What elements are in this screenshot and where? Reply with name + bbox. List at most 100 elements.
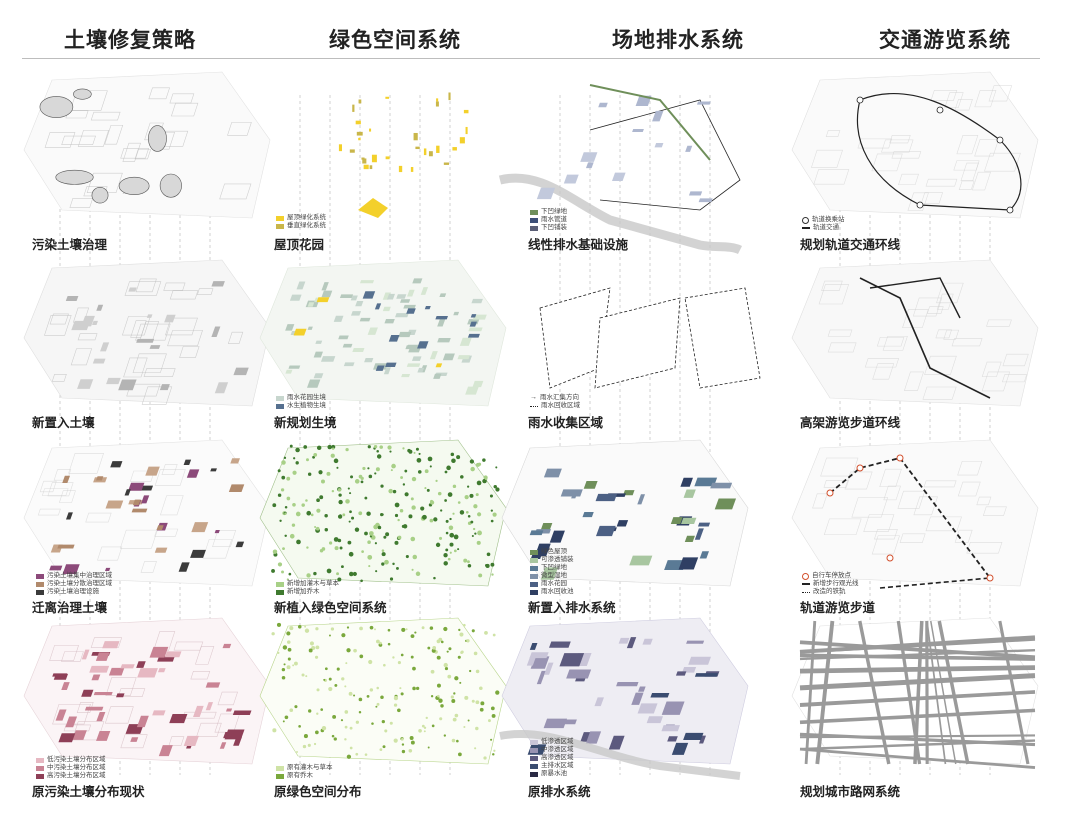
legend-swatch [530,557,538,563]
legend-text: 新增加灌木与草本 [287,580,339,587]
legend-text: 污染土壤治理设施 [47,588,99,595]
label-new-green-space: 新植入绿色空间系统 [274,600,387,615]
legend-roof-garden: 屋顶绿化系统垂直绿化系统 [276,214,326,230]
legend-swatch [802,572,809,580]
legend-item: 主排水区域 [530,762,574,770]
legend-swatch [802,583,810,585]
legend-text: 雨水花园生境 [287,394,326,401]
label-new-habitat: 新规划生境 [274,415,337,430]
legend-item: 可渗透铺装 [530,556,574,564]
legend-swatch [530,589,538,595]
legend-item: 改造的铁轨 [802,588,859,596]
legend-item: 雨水花园 [530,580,574,588]
legend-swatch [530,217,538,223]
legend-swatch [36,589,44,595]
label-soil-remediation: 污染土壤治理 [32,237,108,252]
legend-swatch [530,573,538,579]
legend-item: 中渗透区域 [530,746,574,754]
legend-swatch [276,215,284,221]
label-original-drainage: 原排水系统 [528,784,591,799]
legend-item: 绿色屋顶 [530,548,574,556]
legend-item: →雨水汇集方向 [530,394,580,402]
rail-tour-walkway-plate [791,439,1039,589]
legend-swatch [276,395,284,401]
legend-text: 污染土壤集中治理区域 [47,572,112,579]
legend-text: 原有乔木 [287,772,313,779]
rainwater-collection-plate [539,287,761,389]
column-title-soil: 土壤修复策略 [64,27,196,52]
legend-swatch [530,225,538,231]
legend-text: 轨道换乘站 [812,216,845,223]
legend-text: 绿色屋顶 [541,548,567,555]
legend-original-drainage: 低渗透区域中渗透区域高渗透区域主排水区域原暴水池 [530,738,574,778]
legend-text: 雨水管道 [541,216,567,223]
original-green-space-plate [259,617,507,765]
legend-swatch [530,747,538,753]
legend-item: 新增加灌木与草本 [276,580,339,588]
legend-text: 下凹铺装 [541,224,567,231]
label-roof-garden: 屋顶花园 [274,237,325,252]
original-soil-plate [23,617,271,765]
label-original-green-space: 原绿色空间分布 [274,784,362,799]
label-elevated-walkway: 高架游览步道环线 [800,415,901,430]
legend-swatch [276,773,284,779]
legend-text: 雨水回收池 [541,588,574,595]
legend-item: 雨水回收区域 [530,402,580,410]
column-title-traffic: 交通游览系统 [879,27,1011,52]
legend-text: 雨水回收区域 [541,402,580,409]
legend-swatch [276,223,284,229]
legend-text: 主排水区域 [541,762,574,769]
legend-item: 原暴水池 [530,770,574,778]
legend-item: 下凹绿地 [530,564,574,572]
rail-loop-plate [791,71,1039,219]
legend-text: 屋顶绿化系统 [287,214,326,221]
original-drainage-plate [499,617,749,780]
legend-rail-tour-walkway: 自行车停放点新增步行观光线改造的铁轨 [802,572,859,596]
label-rainwater-collection: 雨水收集区域 [528,415,604,430]
label-road-network: 规划城市路网系统 [800,784,901,799]
legend-original-green-space: 原有灌木与草本原有乔木 [276,764,333,780]
label-linear-drainage: 线性排水基础设施 [528,237,629,252]
legend-swatch [802,216,809,224]
label-new-soil: 新置入土壤 [32,415,95,430]
relocated-soil-plate [23,439,271,587]
label-new-drainage: 新置入排水系统 [528,600,616,615]
legend-item: 微型湿地 [530,572,574,580]
road-network-plate [791,617,1039,769]
legend-text: 雨水汇集方向 [540,394,579,401]
new-green-space-plate [259,439,507,587]
column-title-drainage: 场地排水系统 [612,27,744,52]
legend-text: 轨道交通 [813,224,839,231]
legend-text: 微型湿地 [541,572,567,579]
legend-swatch [276,589,284,595]
legend-item: 原有灌木与草本 [276,764,333,772]
legend-item: 低污染土壤分布区域 [36,756,106,764]
legend-item: 新增步行观光线 [802,580,859,588]
legend-swatch [36,573,44,579]
legend-text: 低污染土壤分布区域 [47,756,106,763]
legend-swatch [530,763,538,769]
legend-swatch [36,773,44,779]
legend-swatch [802,227,810,229]
legend-text: 雨水花园 [541,580,567,587]
legend-item: 下凹铺装 [530,224,567,232]
legend-item: 中污染土壤分布区域 [36,764,106,772]
legend-text: 改造的铁轨 [813,588,846,595]
legend-text: 低渗透区域 [541,738,574,745]
legend-swatch [276,403,284,409]
legend-item: 垂直绿化系统 [276,222,326,230]
legend-swatch [530,739,538,745]
legend-text: 新增步行观光线 [813,580,859,587]
legend-text: 高污染土壤分布区域 [47,772,106,779]
legend-swatch: → [530,394,537,401]
legend-item: 原有乔木 [276,772,333,780]
legend-rail-loop: 轨道换乘站轨道交通 [802,216,845,232]
new-habitat-plate [259,259,507,407]
legend-relocated-soil: 污染土壤集中治理区域污染土壤分散治理区域污染土壤治理设施 [36,572,112,596]
soil-remediation-plate [23,71,271,219]
legend-text: 原有灌木与草本 [287,764,333,771]
legend-swatch [530,755,538,761]
legend-new-green-space: 新增加灌木与草本新增加乔木 [276,580,339,596]
legend-item: 雨水花园生境 [276,394,326,402]
legend-swatch [530,771,538,777]
